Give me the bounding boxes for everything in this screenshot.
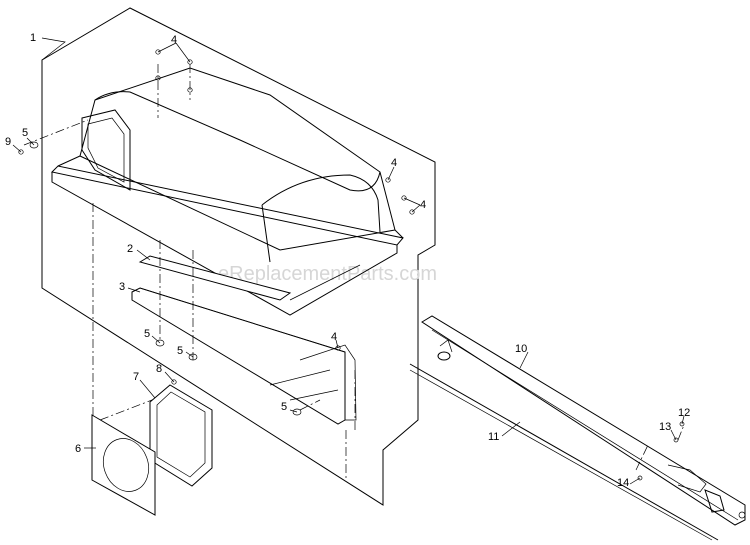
callout-labels: 1 2 3 4 4 4 4 5 5 5 5 6 7 8 9 10 11 12 1… (5, 32, 690, 489)
alignment-line (23, 119, 89, 146)
alignment-line (635, 444, 649, 471)
callout-5: 5 (22, 127, 28, 139)
watermark-text: eReplacementParts.com (218, 263, 437, 285)
gasket-part (149, 384, 213, 487)
callout-2: 2 (127, 243, 133, 255)
adapter-plate-part (91, 414, 156, 516)
callout-5: 5 (144, 328, 150, 340)
long-channel-part (421, 315, 746, 526)
alignment-line (299, 399, 321, 411)
callout-3: 3 (119, 281, 125, 293)
callout-5: 5 (281, 401, 287, 413)
alignment-line (677, 424, 685, 441)
callout-14: 14 (617, 477, 629, 489)
callout-4: 4 (171, 34, 177, 46)
callout-6: 6 (75, 443, 81, 455)
callout-12: 12 (678, 407, 690, 419)
callout-4: 4 (331, 331, 337, 343)
callout-1: 1 (30, 32, 36, 44)
seal-strip-edge (409, 369, 713, 541)
callout-9: 9 (5, 136, 11, 148)
callout-4: 4 (420, 199, 426, 211)
callout-10: 10 (515, 343, 527, 355)
hood-shroud (50, 67, 404, 316)
hardware-fasteners (18, 49, 685, 481)
bracket-plate (138, 255, 292, 301)
seal-strip-part (409, 363, 719, 541)
callout-8: 8 (156, 363, 162, 375)
leader-lines (12, 37, 685, 485)
callout-5: 5 (177, 345, 183, 357)
side-rail (131, 287, 357, 425)
assembly-boundary-panel (41, 7, 436, 506)
callout-11: 11 (488, 431, 499, 443)
callout-7: 7 (133, 371, 139, 383)
callout-13: 13 (659, 421, 671, 433)
callout-4: 4 (391, 157, 397, 169)
